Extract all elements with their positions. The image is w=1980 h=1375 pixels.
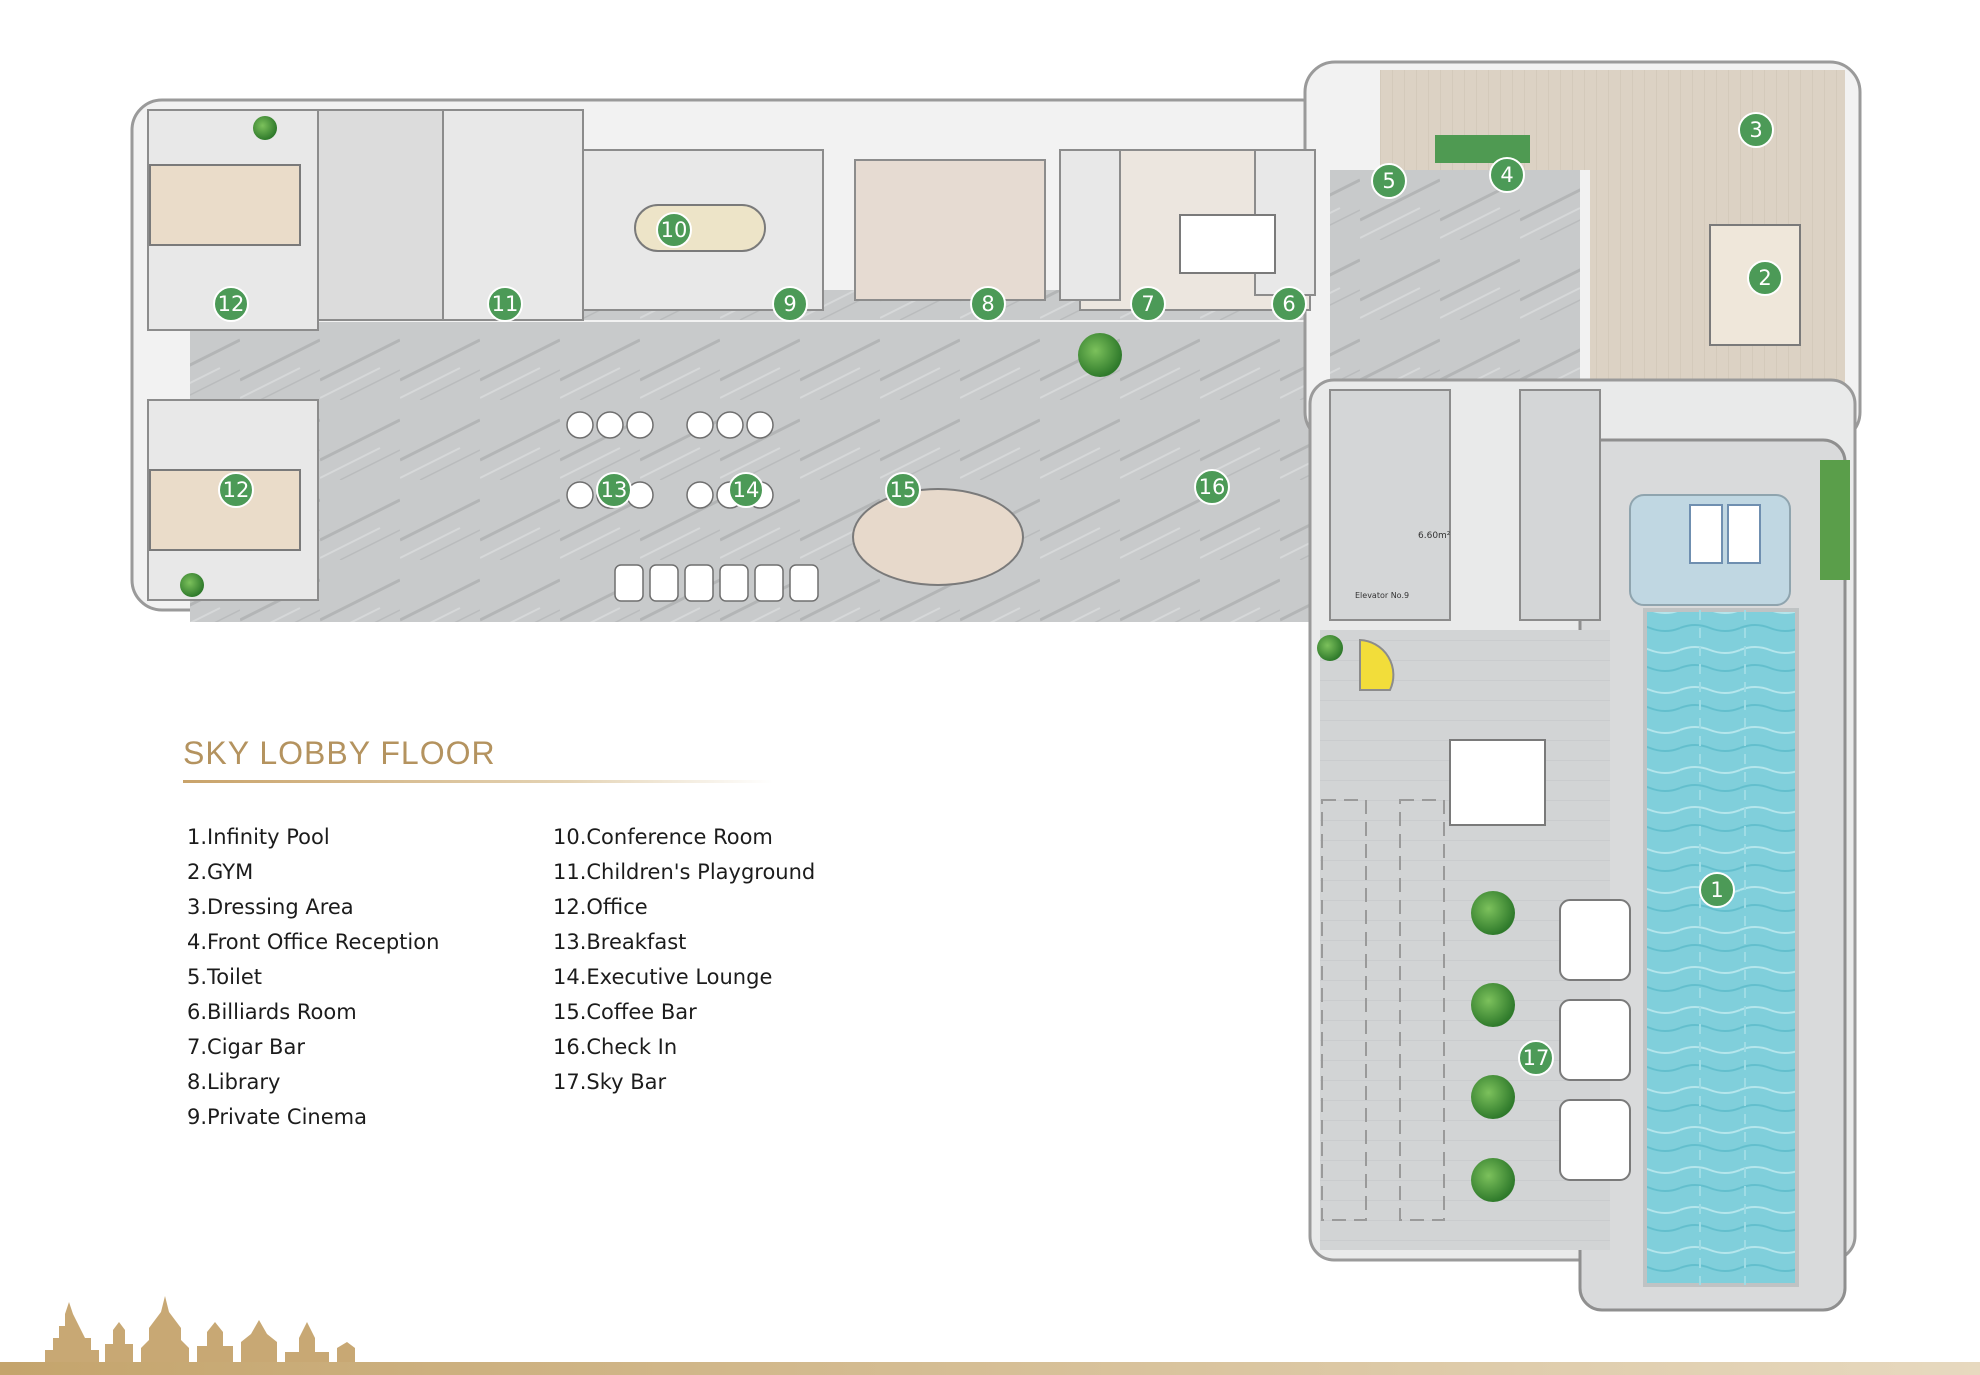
room-marker-badge <box>1130 286 1166 322</box>
room-marker-number: 12 <box>218 292 245 316</box>
room-marker-6: 6 <box>1271 286 1307 322</box>
sky-bar-counter <box>1449 739 1546 826</box>
legend-item: 1.Infinity Pool <box>187 825 330 849</box>
childrens-playground <box>442 109 584 321</box>
room-marker-badge <box>1518 1040 1554 1076</box>
coffee-bar-counter <box>852 488 1024 586</box>
legend-item: 10.Conference Room <box>553 825 773 849</box>
room-marker-number: 17 <box>1523 1046 1550 1070</box>
lift-area-label: 6.60m² <box>1418 531 1451 541</box>
conference-table <box>634 204 766 252</box>
room-marker-4: 4 <box>1489 157 1525 193</box>
room-marker-number: 12 <box>223 478 250 502</box>
room-marker-badge <box>1271 286 1307 322</box>
legend-item: 2.GYM <box>187 860 254 884</box>
library <box>854 159 1046 301</box>
room-marker-badge <box>656 212 692 248</box>
legend-item: 4.Front Office Reception <box>187 930 440 954</box>
room-marker-8: 8 <box>970 286 1006 322</box>
legend-item: 13.Breakfast <box>553 930 687 954</box>
legend-item: 8.Library <box>187 1070 281 1094</box>
room-marker-3: 3 <box>1738 112 1774 148</box>
room-marker-badge <box>487 286 523 322</box>
legend-item: 12.Office <box>553 895 648 919</box>
room-marker-badge <box>1699 872 1735 908</box>
room-marker-number: 9 <box>783 292 796 316</box>
room-marker-number: 1 <box>1710 878 1723 902</box>
legend-item: 9.Private Cinema <box>187 1105 367 1129</box>
room-marker-number: 5 <box>1382 169 1395 193</box>
room-marker-number: 4 <box>1500 163 1513 187</box>
room-marker-badge <box>1747 260 1783 296</box>
room-marker-number: 8 <box>981 292 994 316</box>
room-marker-11: 11 <box>487 286 523 322</box>
temple-skyline-icon <box>45 1296 355 1364</box>
elevator-label: Elevator No.9 <box>1355 591 1409 600</box>
room-marker-2: 2 <box>1747 260 1783 296</box>
room-marker-number: 16 <box>1199 475 1226 499</box>
legend-item: 11.Children's Playground <box>553 860 816 884</box>
lift-core <box>1519 389 1601 621</box>
legend-item: 15.Coffee Bar <box>553 1000 697 1024</box>
room-marker-number: 2 <box>1758 266 1771 290</box>
yellow-lounge <box>1359 638 1395 691</box>
room-marker-12: 12 <box>218 472 254 508</box>
legend-column-1: 1.Infinity Pool 2.GYM 3.Dressing Area 4.… <box>187 820 439 1135</box>
legend-item: 17.Sky Bar <box>553 1070 667 1094</box>
room-marker-number: 3 <box>1749 118 1762 142</box>
billiard-table <box>1179 214 1276 274</box>
room-marker-badge <box>772 286 808 322</box>
room-marker-17: 17 <box>1518 1040 1554 1076</box>
room-marker-badge <box>970 286 1006 322</box>
legend-item: 6.Billiards Room <box>187 1000 357 1024</box>
room-marker-13: 13 <box>596 472 632 508</box>
room-marker-badge <box>596 472 632 508</box>
page-title: SKY LOBBY FLOOR <box>183 735 496 771</box>
legend-item: 16.Check In <box>553 1035 678 1059</box>
room-marker-10: 10 <box>656 212 692 248</box>
stair-west <box>317 109 444 321</box>
legend-item: 3.Dressing Area <box>187 895 354 919</box>
legend-item: 14.Executive Lounge <box>553 965 773 989</box>
legend-item: 5.Toilet <box>187 965 262 989</box>
room-marker-number: 14 <box>733 478 760 502</box>
room-marker-badge <box>885 472 921 508</box>
room-marker-9: 9 <box>772 286 808 322</box>
legend-item: 7.Cigar Bar <box>187 1035 305 1059</box>
room-marker-badge <box>1489 157 1525 193</box>
room-marker-badge <box>213 286 249 322</box>
infinity-pool <box>1629 494 1799 1287</box>
ground-band <box>0 1362 1980 1375</box>
room-marker-badge <box>728 472 764 508</box>
room-marker-number: 11 <box>492 292 519 316</box>
room-marker-number: 13 <box>601 478 628 502</box>
room-marker-badge <box>1194 469 1230 505</box>
room-marker-badge <box>1371 163 1407 199</box>
room-marker-16: 16 <box>1194 469 1230 505</box>
room-marker-5: 5 <box>1371 163 1407 199</box>
reception-planter <box>1435 135 1530 163</box>
room-marker-badge <box>1738 112 1774 148</box>
room-marker-badge <box>218 472 254 508</box>
room-marker-12: 12 <box>213 286 249 322</box>
room-marker-1: 1 <box>1699 872 1735 908</box>
room-marker-7: 7 <box>1130 286 1166 322</box>
cigar-bar <box>1059 149 1121 301</box>
title-underline <box>183 780 773 783</box>
room-marker-15: 15 <box>885 472 921 508</box>
room-marker-14: 14 <box>728 472 764 508</box>
trees <box>180 116 1850 1202</box>
stair-core <box>1329 389 1451 621</box>
room-marker-number: 6 <box>1282 292 1295 316</box>
room-marker-number: 10 <box>661 218 688 242</box>
room-marker-number: 7 <box>1141 292 1154 316</box>
room-marker-number: 15 <box>890 478 917 502</box>
legend-column-2: 10.Conference Room 11.Children's Playgro… <box>553 820 815 1100</box>
